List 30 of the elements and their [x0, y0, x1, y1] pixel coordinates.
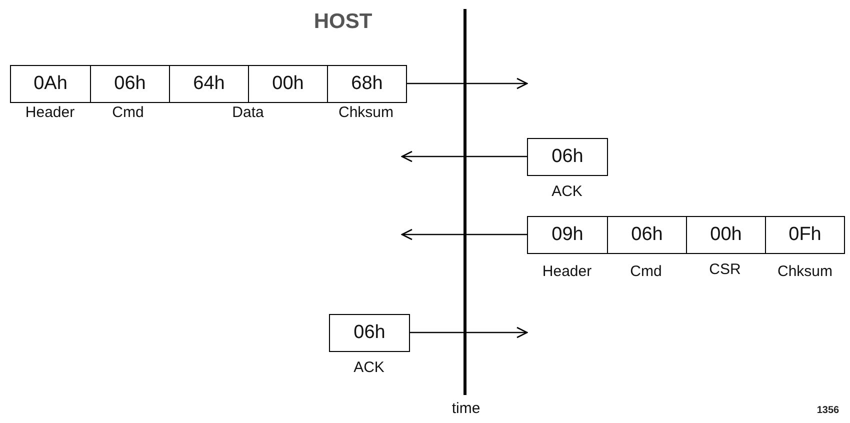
byte-field: 00h — [686, 217, 765, 253]
field-caption: Chksum — [338, 104, 394, 121]
field-caption: Chksum — [778, 263, 832, 280]
arrow — [401, 228, 527, 240]
field-caption: 1356 — [816, 405, 840, 416]
field-caption: ACK — [354, 359, 384, 376]
byte-field: 06h — [90, 66, 169, 102]
field-caption: Header — [25, 104, 75, 121]
field-caption: Data — [232, 104, 264, 121]
byte-field: 06h — [329, 314, 410, 352]
arrow — [410, 326, 528, 338]
arrow — [401, 150, 527, 162]
byte-field: 64h — [169, 66, 248, 102]
byte-field: 09h — [528, 217, 607, 253]
byte-field: 68h — [327, 66, 406, 102]
field-caption: ACK — [552, 183, 582, 200]
lane-heading: HOST — [314, 10, 372, 34]
byte-field: 06h — [527, 138, 608, 176]
field-caption: Header — [542, 263, 592, 280]
field-caption: time — [452, 400, 480, 417]
byte-field: 0Ah — [11, 66, 90, 102]
arrow — [406, 78, 528, 90]
byte-field: 00h — [248, 66, 327, 102]
packet-frame — [527, 216, 845, 254]
field-caption: CSR — [709, 261, 741, 278]
field-caption: Cmd — [112, 104, 144, 121]
byte-field: 0Fh — [765, 217, 844, 253]
byte-field: 06h — [607, 217, 686, 253]
field-caption: Cmd — [630, 263, 662, 280]
packet-frame — [10, 65, 407, 103]
